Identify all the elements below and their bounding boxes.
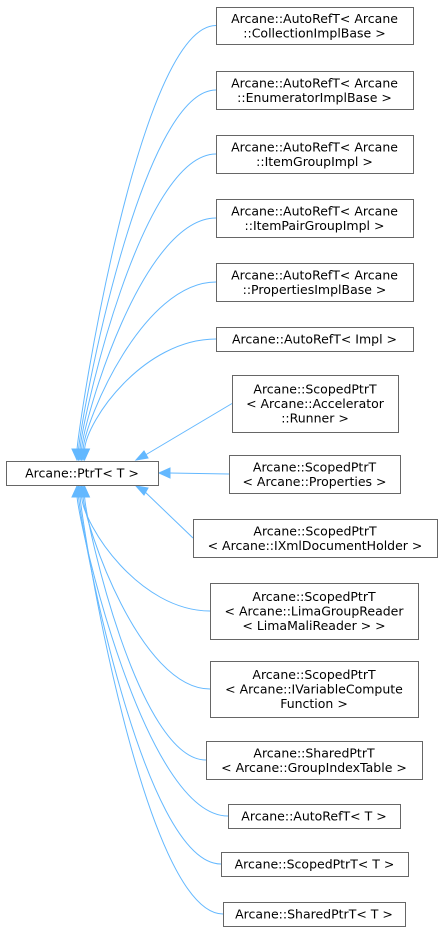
class-node-scopedptr-t[interactable]: Arcane::ScopedPtrT< T > [221, 852, 409, 877]
nodes: Arcane::PtrT< T > Arcane::AutoRefT< Arcan… [6, 7, 438, 927]
class-box [221, 852, 409, 877]
class-label-line: Arcane::AutoRefT< Arcane [231, 139, 398, 154]
class-label-line: Function > [280, 696, 348, 711]
class-node-sharedptr-t[interactable]: Arcane::SharedPtrT< T > [223, 902, 406, 927]
class-label-line: Arcane::ScopedPtrT [252, 667, 376, 682]
inheritance-edge-scopedptr-properties [168, 472, 230, 475]
class-label-line: ::PropertiesImplBase > [243, 282, 387, 297]
arrowhead-scopedptr-xmldoc [134, 485, 149, 496]
class-node-scopedptr-varcompute[interactable]: Arcane::ScopedPtrT< Arcane::IVariableCom… [210, 661, 419, 718]
arrowhead-sharedptr-t [74, 484, 86, 498]
class-box [223, 902, 406, 927]
class-box [216, 135, 414, 174]
class-box [216, 7, 414, 45]
class-label-line: Arcane::ScopedPtrT [253, 523, 377, 538]
arrowhead-scopedptr-properties [157, 467, 171, 479]
class-label-line: Arcane::AutoRefT< Arcane [231, 75, 398, 90]
class-label-line: Arcane::ScopedPtrT [253, 382, 377, 397]
arrowhead-autoref-impl [78, 448, 91, 462]
inheritance-edge-sharedptr-groupindex [84, 495, 207, 761]
class-box [216, 199, 414, 238]
class-label-line: < Arcane::IXmlDocumentHolder > [208, 538, 423, 553]
inheritance-edge-autoref-collection [76, 25, 217, 451]
class-label-line: Arcane::AutoRefT< Arcane [231, 267, 398, 282]
class-box [193, 519, 438, 558]
class-node-autoref-t[interactable]: Arcane::AutoRefT< T > [228, 804, 401, 829]
edges [71, 25, 233, 915]
class-node-ptrt[interactable]: Arcane::PtrT< T > [6, 461, 159, 486]
class-box [229, 455, 401, 494]
inheritance-edge-sharedptr-t [79, 495, 224, 915]
class-box [210, 583, 419, 640]
class-label-line: < Arcane::LimaGroupReader [225, 604, 405, 619]
inheritance-edge-scopedptr-lima [81, 495, 211, 612]
class-label-line: < Arcane::Accelerator [246, 396, 385, 411]
class-node-scopedptr-accelerator[interactable]: Arcane::ScopedPtrT< Arcane::Accelerator:… [232, 375, 399, 433]
inheritance-edge-scopedptr-xmldoc [141, 488, 194, 539]
class-label-line: < Arcane::IVariableCompute [225, 682, 403, 697]
inheritance-edge-scopedptr-accelerator [141, 403, 233, 458]
inheritance-edge-scopedptr-varcompute [82, 495, 211, 690]
class-label-line: Arcane::AutoRefT< T > [241, 809, 386, 824]
class-label-line: Arcane::PtrT< T > [25, 466, 139, 481]
inheritance-edge-autoref-impl [84, 338, 217, 451]
class-node-autoref-enumerator[interactable]: Arcane::AutoRefT< Arcane::EnumeratorImpl… [216, 71, 414, 110]
class-box [210, 661, 419, 718]
class-node-autoref-collection[interactable]: Arcane::AutoRefT< Arcane::CollectionImpl… [216, 7, 414, 45]
class-label-line: ::CollectionImplBase > [243, 25, 385, 40]
class-node-scopedptr-properties[interactable]: Arcane::ScopedPtrT< Arcane::Properties > [229, 455, 401, 494]
arrowhead-scopedptr-accelerator [134, 450, 149, 461]
class-box [228, 804, 401, 829]
class-box [216, 327, 414, 352]
class-node-sharedptr-groupindex[interactable]: Arcane::SharedPtrT< Arcane::GroupIndexTa… [206, 741, 423, 780]
class-label-line: Arcane::AutoRefT< Arcane [231, 203, 398, 218]
class-label-line: ::EnumeratorImplBase > [237, 90, 392, 105]
class-box [6, 461, 159, 486]
class-node-scopedptr-xmldoc[interactable]: Arcane::ScopedPtrT< Arcane::IXmlDocument… [193, 519, 438, 558]
class-box [216, 263, 414, 302]
inheritance-edge-autoref-itempairgroup [81, 217, 217, 451]
class-label-line: < Arcane::Properties > [242, 474, 386, 489]
inheritance-edge-autoref-enumerator [78, 89, 217, 451]
class-label-line: Arcane::SharedPtrT [253, 745, 375, 760]
class-node-autoref-impl[interactable]: Arcane::AutoRefT< Impl > [216, 327, 414, 352]
class-box [216, 71, 414, 110]
class-node-scopedptr-lima[interactable]: Arcane::ScopedPtrT< Arcane::LimaGroupRea… [210, 583, 419, 640]
class-node-autoref-itemgroup[interactable]: Arcane::AutoRefT< Arcane::ItemGroupImpl … [216, 135, 414, 174]
class-label-line: Arcane::ScopedPtrT [252, 589, 376, 604]
class-label-line: Arcane::SharedPtrT< T > [235, 907, 393, 922]
inheritance-edge-autoref-t [76, 495, 229, 817]
class-label-line: ::ItemGroupImpl > [256, 154, 373, 169]
class-box [232, 375, 399, 433]
class-box [206, 741, 423, 780]
class-label-line: Arcane::ScopedPtrT [253, 459, 377, 474]
class-label-line: ::Runner > [281, 411, 349, 426]
class-label-line: Arcane::AutoRefT< Impl > [232, 332, 397, 347]
class-label-line: < LimaMaliReader > > [242, 618, 385, 633]
class-label-line: Arcane::AutoRefT< Arcane [231, 11, 398, 26]
inheritance-edge-autoref-itemgroup [79, 153, 217, 451]
class-label-line: ::ItemPairGroupImpl > [245, 218, 385, 233]
class-label-line: < Arcane::GroupIndexTable > [221, 760, 407, 775]
inheritance-edge-autoref-properties [82, 281, 217, 451]
class-label-line: Arcane::ScopedPtrT< T > [235, 857, 395, 872]
inheritance-edge-scopedptr-t [78, 495, 222, 865]
class-node-autoref-properties[interactable]: Arcane::AutoRefT< Arcane::PropertiesImpl… [216, 263, 414, 302]
class-node-autoref-itempairgroup[interactable]: Arcane::AutoRefT< Arcane::ItemPairGroupI… [216, 199, 414, 238]
